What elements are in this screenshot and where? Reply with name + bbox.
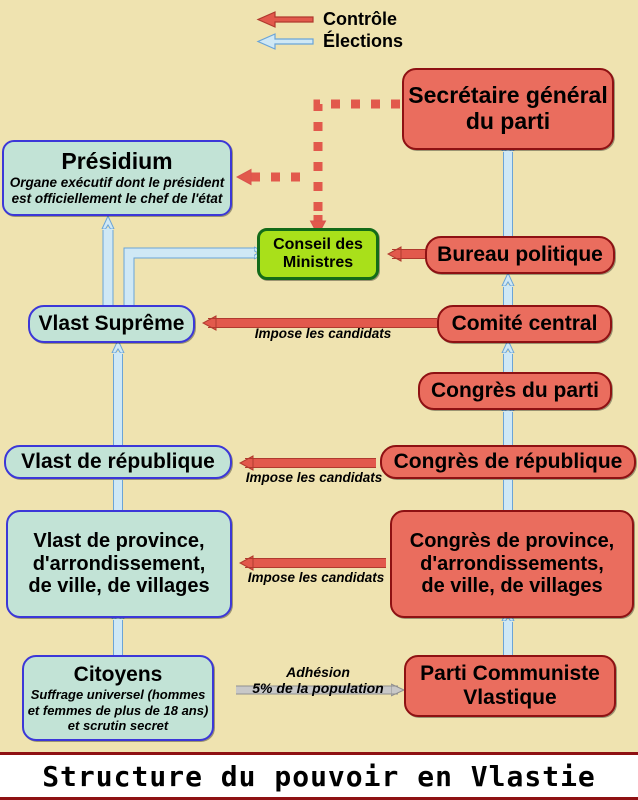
node-parti-communiste[interactable]: Parti Communiste Vlastique <box>404 655 616 717</box>
membership-arrow-citoyens-to-parti <box>236 686 398 694</box>
node-conseil-ministres-title: Conseil des Ministres <box>273 236 363 271</box>
node-presidium-title: Présidium <box>61 147 173 174</box>
election-arrow-comite-central-to-bureau-politique <box>504 285 513 305</box>
election-arrow-vlast-province-to-vlast-republique <box>114 478 123 510</box>
node-vlast-republique-title: Vlast de république <box>21 450 215 474</box>
node-congres-parti[interactable]: Congrès du parti <box>418 372 612 410</box>
arrow-left-outline-blue-icon <box>256 33 314 50</box>
legend-label-controle: Contrôle <box>323 8 397 29</box>
legend-item-elections: Élections <box>255 30 403 52</box>
node-presidium[interactable]: Présidium Organe exécutif dont le présid… <box>2 140 232 216</box>
election-arrow-congres-republique-to-congres-parti <box>504 410 513 445</box>
diagram-title-bar: Structure du pouvoir en Vlastie <box>0 752 638 800</box>
node-comite-central-title: Comité central <box>451 312 598 336</box>
control-arrow-congres-province-to-vlast-province <box>245 559 386 568</box>
node-citoyens[interactable]: Citoyens Suffrage universel (hommes et f… <box>22 655 214 741</box>
node-presidium-subtitle: Organe exécutif dont le président est of… <box>9 175 225 207</box>
legend-label-elections: Élections <box>323 30 404 51</box>
node-vlast-supreme[interactable]: Vlast Suprême <box>28 305 195 343</box>
edge-label-adhesion: Adhésion 5% de la population <box>252 664 384 697</box>
node-vlast-province[interactable]: Vlast de province, d'arrondissement, de … <box>6 510 232 618</box>
node-congres-province-title: Congrès de province, d'arrondissements, … <box>409 530 615 598</box>
control-arrow-congres-republique-to-vlast-republique <box>245 459 376 468</box>
arrow-left-solid-red-icon <box>256 11 314 28</box>
node-vlast-supreme-title: Vlast Suprême <box>38 312 185 336</box>
election-arrow-vlast-republique-to-vlast-supreme <box>114 352 123 445</box>
edge-label-impose-republique: Impose les candidats <box>245 470 383 485</box>
election-arrow-congres-province-to-congres-republique <box>504 478 513 510</box>
edge-label-impose-supreme: Impose les candidats <box>254 326 392 341</box>
election-arrow-parti-to-congres-province <box>504 620 513 655</box>
node-citoyens-subtitle: Suffrage universel (hommes et femmes de … <box>27 687 209 733</box>
election-arrow-vlast-supreme-to-conseil <box>123 248 255 305</box>
node-comite-central[interactable]: Comité central <box>437 305 612 343</box>
election-arrow-congres-parti-to-comite-central <box>504 352 513 372</box>
node-congres-parti-title: Congrès du parti <box>430 379 599 403</box>
control-arrow-comite-central-to-vlast-supreme <box>208 319 437 328</box>
node-citoyens-title: Citoyens <box>73 662 163 686</box>
node-congres-province[interactable]: Congrès de province, d'arrondissements, … <box>390 510 634 618</box>
election-arrow-citoyens-to-vlast-province <box>114 618 123 655</box>
node-secretaire-general-title: Secrétaire général du parti <box>408 82 608 134</box>
election-arrow-bureau-politique-to-secretaire-general <box>504 150 513 236</box>
election-arrow-vlast-supreme-to-presidium <box>103 228 113 305</box>
node-bureau-politique-title: Bureau politique <box>437 243 603 267</box>
node-congres-republique[interactable]: Congrès de république <box>380 445 636 479</box>
legend-item-controle: Contrôle <box>255 8 397 30</box>
node-parti-communiste-title: Parti Communiste Vlastique <box>420 662 600 709</box>
node-bureau-politique[interactable]: Bureau politique <box>425 236 615 274</box>
control-arrow-secretaire-general-dotted <box>250 99 400 222</box>
page-title: Structure du pouvoir en Vlastie <box>42 759 596 793</box>
node-vlast-republique[interactable]: Vlast de république <box>4 445 232 479</box>
edge-label-impose-province: Impose les candidats <box>247 570 385 585</box>
node-secretaire-general[interactable]: Secrétaire général du parti <box>402 68 614 150</box>
node-congres-republique-title: Congrès de république <box>393 450 623 474</box>
node-conseil-ministres[interactable]: Conseil des Ministres <box>257 228 379 280</box>
node-vlast-province-title: Vlast de province, d'arrondissement, de … <box>28 530 210 598</box>
